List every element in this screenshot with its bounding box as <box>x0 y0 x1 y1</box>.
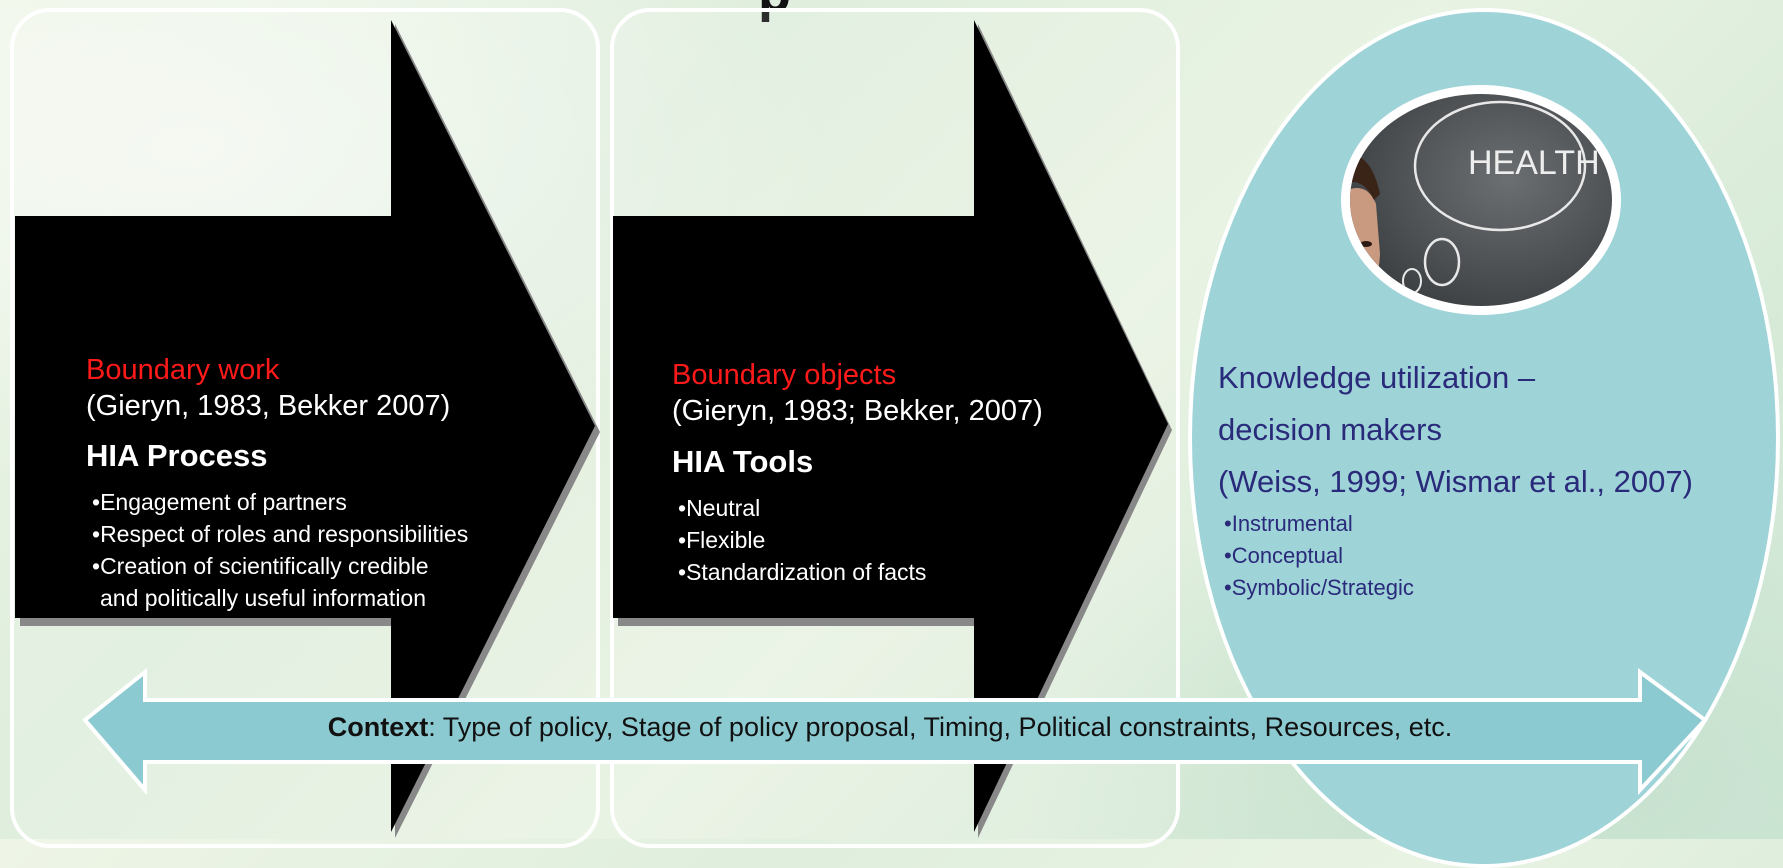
stage-2-bullet: Standardization of facts <box>678 556 926 588</box>
context-text: Context: Type of policy, Stage of policy… <box>160 712 1620 743</box>
stage-1-citation: (Gieryn, 1983, Bekker 2007) <box>86 390 451 422</box>
context-label: Context <box>327 712 429 742</box>
stage-3-bullet: Instrumental <box>1224 508 1414 540</box>
stage-3-citation: (Weiss, 1999; Wismar et al., 2007) <box>1218 464 1693 499</box>
person-face <box>1350 188 1380 306</box>
stage-1-bullets: Engagement of partners Respect of roles … <box>92 486 468 582</box>
stage-3-line-1: Knowledge utilization – <box>1218 360 1536 395</box>
stage-1-heading: HIA Process <box>86 438 268 473</box>
arrows-layer <box>15 20 1708 838</box>
health-photo: HEALTH <box>1341 85 1621 315</box>
stage-3-line-2: decision makers <box>1218 412 1442 447</box>
stage-1-bullet: Creation of scientifically credible <box>92 550 468 582</box>
arrow-2 <box>613 20 1168 832</box>
thought-bubble-small <box>1402 268 1422 294</box>
arrow-1 <box>15 20 595 832</box>
context-details: : Type of policy, Stage of policy propos… <box>428 712 1453 742</box>
stage-2-bullet: Flexible <box>678 524 926 556</box>
slide: p HEALTH Boundary work (Gieryn, 1983, Be… <box>0 0 1783 839</box>
stage-1-bullet: Respect of roles and responsibilities <box>92 518 468 550</box>
stage-1-bullet-continuation: and politically useful information <box>100 585 427 611</box>
stage-2-label: Boundary objects <box>672 359 897 391</box>
stage-3-bullet: Conceptual <box>1224 540 1414 572</box>
person-eye <box>1360 241 1372 247</box>
thought-bubble-large <box>1413 100 1587 232</box>
stage-1-bullet: Engagement of partners <box>92 486 468 518</box>
stage-2-bullet: Neutral <box>678 492 926 524</box>
stage-2-heading: HIA Tools <box>672 444 814 479</box>
context-double-arrow <box>82 667 1708 796</box>
stage-3-bullet: Symbolic/Strategic <box>1224 572 1414 604</box>
health-chalk-illustration: HEALTH <box>1350 100 1600 306</box>
stage-1-label: Boundary work <box>86 354 280 386</box>
person-hair <box>1350 154 1380 200</box>
thought-bubble-medium <box>1423 237 1461 287</box>
health-chalk-text: HEALTH <box>1468 144 1600 182</box>
stage-2-bullets: Neutral Flexible Standardization of fact… <box>678 492 926 588</box>
stage-3-bullets: Instrumental Conceptual Symbolic/Strateg… <box>1224 508 1414 604</box>
stage-2-citation: (Gieryn, 1983; Bekker, 2007) <box>672 395 1043 427</box>
